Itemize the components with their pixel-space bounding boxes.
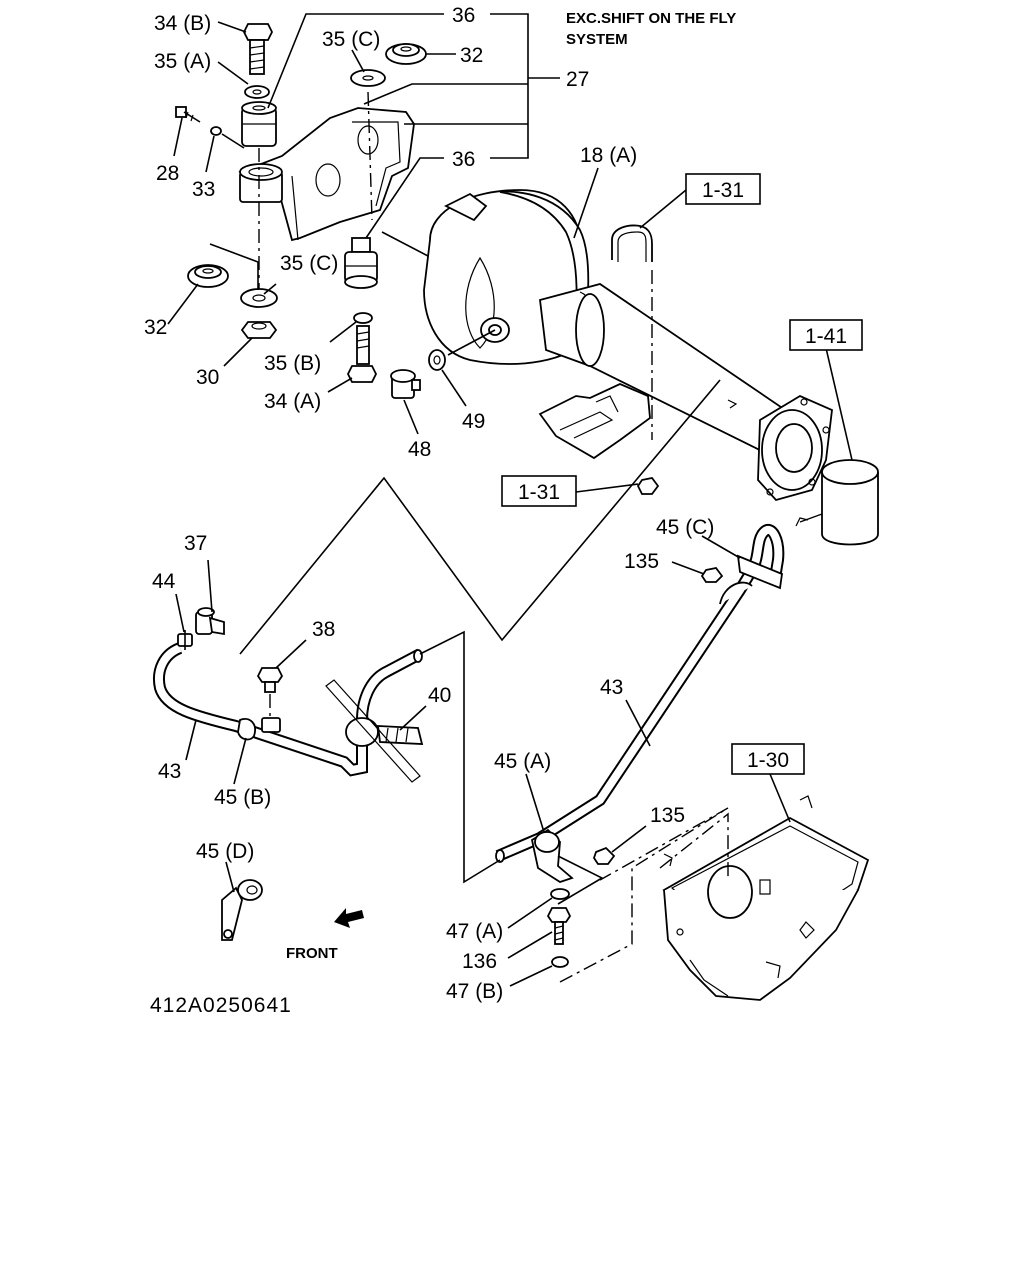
callout-18a: 18 (A): [580, 144, 637, 167]
clamp-45b: [237, 717, 281, 741]
nut-u-bolt: [636, 477, 660, 495]
leader-lines: [167, 13, 853, 987]
bolt-38: [256, 667, 284, 720]
callout-35c-top: 35 (C): [322, 28, 380, 51]
rubber-32-lower: [187, 264, 229, 288]
callout-34a: 34 (A): [264, 390, 321, 413]
nut-30: [240, 321, 278, 339]
nut-135-upper: [700, 567, 724, 583]
ref-box-1-41: 1-41: [789, 319, 863, 351]
bolt-28: [175, 106, 201, 123]
ref-box-1-30: 1-30: [731, 743, 805, 775]
breather-piping: FRONT: [153, 524, 785, 968]
callout-35c-bottom: 35 (C): [280, 252, 338, 275]
note-line-2: SYSTEM: [566, 31, 628, 48]
washer-33: [210, 126, 222, 136]
u-bolt: [611, 224, 653, 440]
ref-box-1-31-top: 1-31: [685, 173, 761, 205]
callout-34b: 34 (B): [154, 12, 211, 35]
callout-37: 37: [184, 532, 207, 555]
callout-36-top: 36: [452, 4, 475, 27]
callout-38: 38: [312, 618, 335, 641]
band-40: [325, 679, 424, 783]
ref-label: 1-31: [702, 179, 744, 202]
callout-36-mid: 36: [452, 148, 475, 171]
callout-45a: 45 (A): [494, 750, 551, 773]
bushing-36-lower: [344, 237, 378, 289]
washer-35c-lower: [240, 288, 278, 308]
callout-labels: 34 (B) 35 (A) 36 35 (C) 32 27 28 33 36 1…: [144, 4, 714, 1003]
callout-47a: 47 (A): [446, 920, 503, 943]
clip-44: [177, 630, 193, 650]
callout-136: 136: [462, 950, 497, 973]
transfer-housing: [662, 795, 870, 1001]
callout-32-top: 32: [460, 44, 483, 67]
callout-28: 28: [156, 162, 179, 185]
bolt-34b: [242, 23, 274, 75]
clamp-45d: [221, 879, 263, 941]
ref-box-1-31-bottom: 1-31: [501, 475, 577, 507]
mount-bracket-assembly: [175, 23, 446, 399]
callout-135-bottom: 135: [650, 804, 685, 827]
ref-label: 1-30: [747, 749, 789, 772]
washer-35a: [244, 85, 270, 99]
drain-plug-48: [390, 369, 421, 399]
callout-49: 49: [462, 410, 485, 433]
bolt-34a: [346, 325, 378, 383]
callout-35a: 35 (A): [154, 50, 211, 73]
callout-45d: 45 (D): [196, 840, 254, 863]
callout-27: 27: [566, 68, 589, 91]
front-axle-assembly: [423, 189, 879, 546]
washer-47b: [551, 956, 569, 968]
bushing-36-upper: [241, 101, 277, 147]
rubber-32-upper: [385, 43, 427, 65]
callout-40: 40: [428, 684, 451, 707]
washer-47a: [550, 888, 570, 900]
bolt-136: [546, 907, 572, 945]
clamp-45a: [530, 828, 574, 883]
ref-label: 1-41: [805, 325, 847, 348]
nut-135-lower: [593, 846, 616, 865]
note-line-1: EXC.SHIFT ON THE FLY: [566, 10, 736, 27]
callout-30: 30: [196, 366, 219, 389]
callout-33: 33: [192, 178, 215, 201]
callout-43-right: 43: [600, 676, 623, 699]
washer-35b: [353, 312, 373, 324]
callout-43-left: 43: [158, 760, 181, 783]
clamp-45c: [719, 554, 783, 605]
hub-cylinder: [795, 459, 879, 546]
bracket-27: [238, 107, 415, 242]
callout-48: 48: [408, 438, 431, 461]
front-arrow-icon: [334, 908, 364, 928]
spring-seat-bracket: [538, 383, 651, 460]
callout-44: 44: [152, 570, 176, 593]
fitting-37: [195, 607, 225, 636]
callout-135-top: 135: [624, 550, 659, 573]
ref-label: 1-31: [518, 481, 560, 504]
washer-49: [428, 349, 446, 371]
callout-35b: 35 (B): [264, 352, 321, 375]
callout-45c: 45 (C): [656, 516, 714, 539]
washer-35c-upper: [350, 69, 386, 87]
callout-45b: 45 (B): [214, 786, 271, 809]
callout-47b: 47 (B): [446, 980, 503, 1003]
callout-32-bottom: 32: [144, 316, 167, 339]
front-label: FRONT: [286, 945, 338, 962]
drawing-code: 412A0250641: [150, 994, 292, 1017]
